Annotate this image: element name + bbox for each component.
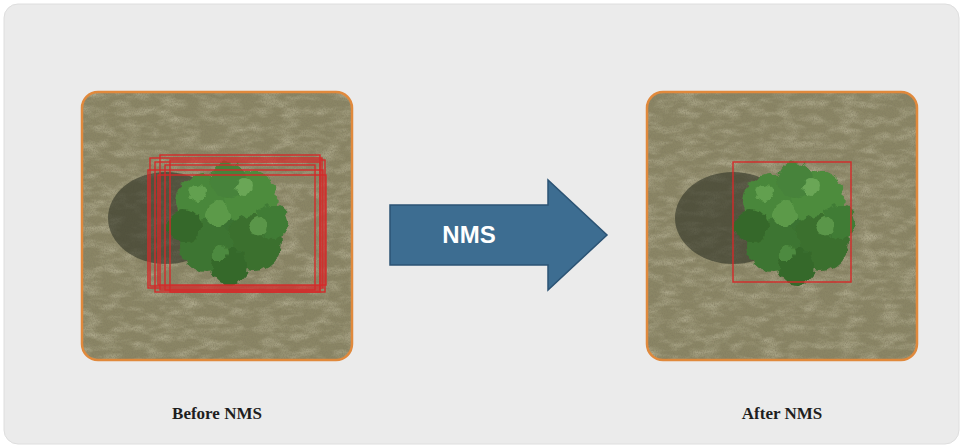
image-frame [647,92,917,360]
panel-caption: After NMS [738,404,826,424]
background-panel [4,4,959,444]
bounding-boxes [148,155,326,292]
aerial-image-before [82,92,352,360]
block-arrow [390,180,607,290]
image-panel: After NMS [647,92,917,424]
panel-caption: Before NMS [168,404,266,424]
arrow-label: NMS [442,221,495,249]
bounding-box [733,162,851,282]
image-frame [82,92,352,360]
aerial-image-after [647,92,917,360]
image-panel: Before NMS [82,92,352,424]
